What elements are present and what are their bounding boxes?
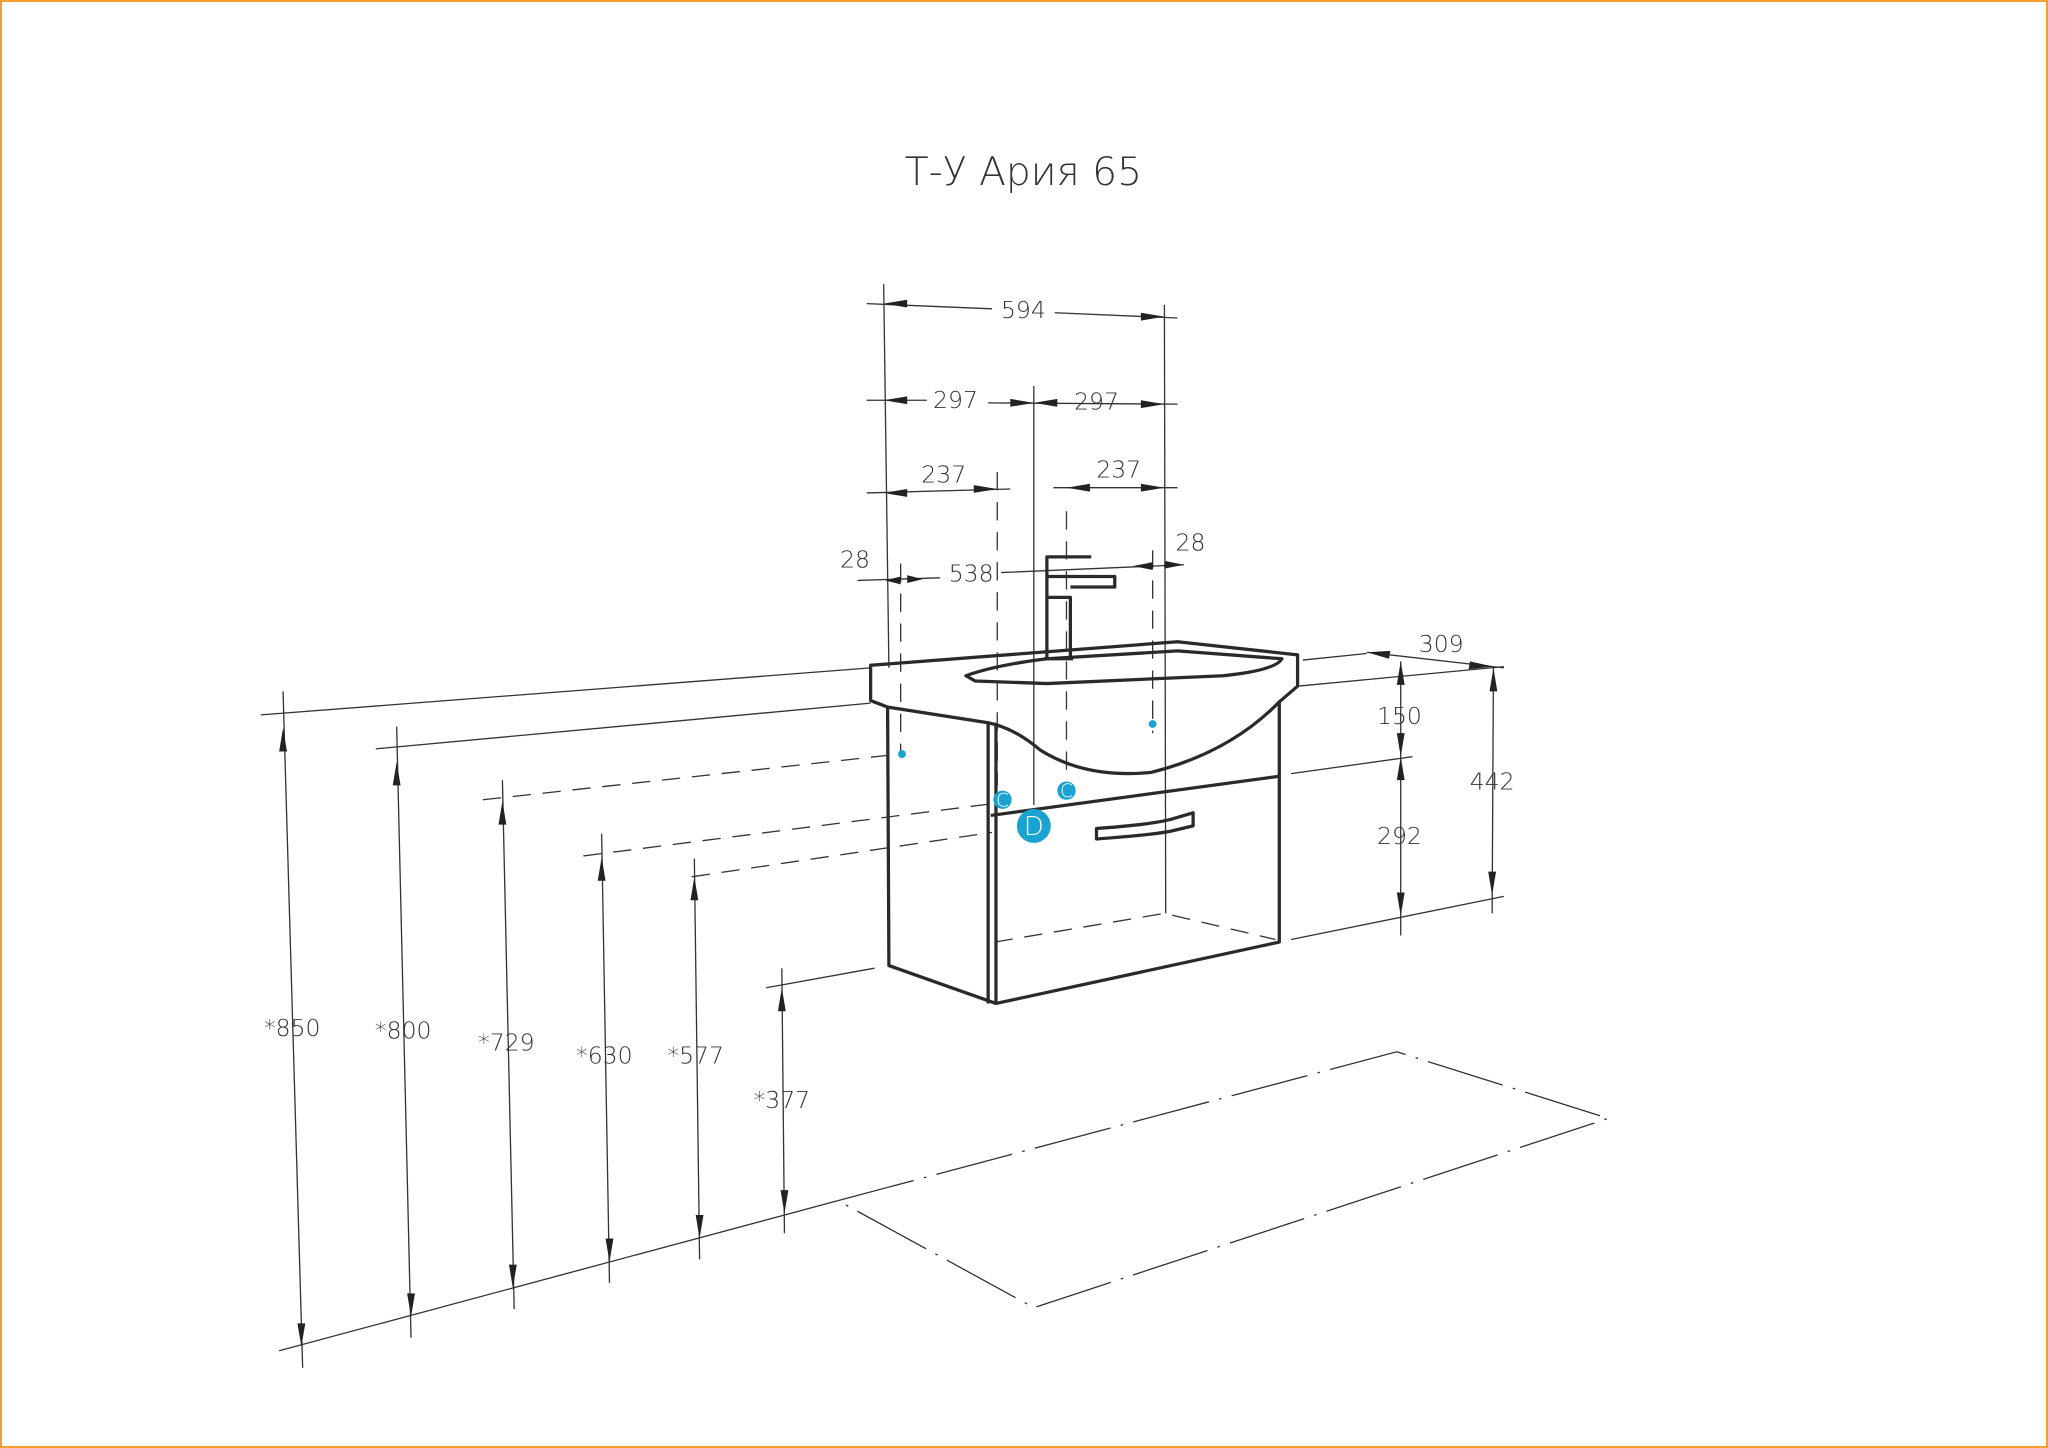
dim-basin-height: 150 bbox=[1377, 702, 1422, 730]
faucet-icon bbox=[1044, 555, 1117, 661]
dim-offset-left: 237 bbox=[921, 460, 966, 488]
dim-cabinet-height: 292 bbox=[1377, 822, 1422, 850]
width-dimension-lines bbox=[857, 284, 1504, 914]
dim-half-left: 297 bbox=[933, 386, 978, 414]
drain-marker-c-left: C bbox=[993, 790, 1012, 811]
drain-marker-c-right: C bbox=[1057, 781, 1076, 802]
svg-text:C: C bbox=[996, 790, 1009, 811]
height-377: *377 bbox=[754, 1086, 811, 1114]
vanity-unit bbox=[868, 640, 1300, 1006]
dim-total-height: 442 bbox=[1470, 767, 1515, 795]
mount-point-right bbox=[1148, 720, 1157, 728]
wall-reference-lines bbox=[260, 652, 1505, 989]
dim-edge-right: 28 bbox=[1176, 528, 1206, 556]
height-630: *630 bbox=[576, 1042, 633, 1070]
dim-half-right: 297 bbox=[1074, 387, 1119, 415]
dim-depth: 309 bbox=[1419, 630, 1464, 658]
svg-text:D: D bbox=[1024, 812, 1044, 842]
mount-point-left bbox=[898, 750, 906, 758]
floor-outline bbox=[278, 1051, 1611, 1352]
height-729: *729 bbox=[478, 1028, 535, 1056]
drain-marker-d: D bbox=[1016, 808, 1051, 843]
svg-text:C: C bbox=[1060, 781, 1073, 802]
dim-offset-right: 237 bbox=[1096, 455, 1141, 483]
dim-overall-width: 594 bbox=[1001, 296, 1046, 324]
drawing-title: Т-У Ария 65 bbox=[905, 150, 1142, 195]
height-dimension-lines bbox=[279, 661, 1498, 1368]
height-800: *800 bbox=[375, 1017, 432, 1045]
height-850: *850 bbox=[264, 1014, 321, 1042]
dim-edge-left: 28 bbox=[840, 545, 870, 573]
height-577: *577 bbox=[667, 1042, 724, 1070]
dim-inner-width: 538 bbox=[949, 560, 994, 588]
